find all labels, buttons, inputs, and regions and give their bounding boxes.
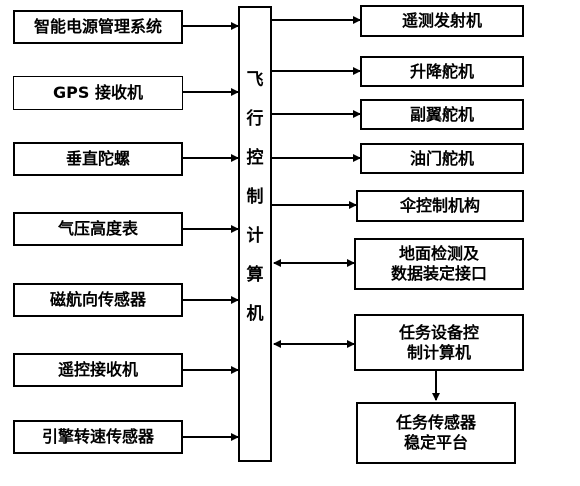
input-label: 引擎转速传感器 <box>41 427 154 446</box>
input-label: 智能电源管理系统 <box>33 17 162 36</box>
output-label: 副翼舵机 <box>409 104 474 124</box>
center-char: 机 <box>246 304 264 324</box>
input-label: 气压高度表 <box>57 219 138 238</box>
input-box-power: 智能电源管理系统 <box>13 10 183 44</box>
input-box-engine-rpm: 引擎转速传感器 <box>13 420 183 454</box>
input-label: 磁航向传感器 <box>49 290 146 309</box>
center-char: 飞 <box>246 70 264 90</box>
input-box-gps: GPS 接收机 <box>13 76 183 110</box>
output-box-parachute-control: 伞控制机构 <box>356 190 524 222</box>
center-char: 控 <box>246 148 264 168</box>
output-label: 油门舵机 <box>409 148 474 168</box>
center-char: 算 <box>246 265 264 285</box>
mission-computer-box: 任务设备控 制计算机 <box>354 314 524 371</box>
input-box-vertical-gyro: 垂直陀螺 <box>13 142 183 176</box>
input-box-barometric-altimeter: 气压高度表 <box>13 212 183 246</box>
center-char: 制 <box>246 187 264 207</box>
center-char: 行 <box>246 109 264 129</box>
output-label: 伞控制机构 <box>399 196 480 215</box>
output-box-aileron-servo: 副翼舵机 <box>360 99 524 130</box>
output-box-elevator-servo: 升降舵机 <box>360 56 524 87</box>
mission-sensor-platform-box: 任务传感器 稳定平台 <box>356 402 516 464</box>
flight-control-computer: 飞 行 控 制 计 算 机 <box>238 6 272 462</box>
output-box-throttle-servo: 油门舵机 <box>360 143 524 174</box>
bidir-label: 任务设备控 制计算机 <box>398 322 479 362</box>
output-label: 遥测发射机 <box>401 11 482 30</box>
input-box-magnetic-heading: 磁航向传感器 <box>13 283 183 317</box>
input-label: 遥控接收机 <box>57 360 138 379</box>
input-label: 垂直陀螺 <box>65 149 130 168</box>
bidir-label: 地面检测及 数据装定接口 <box>390 244 487 283</box>
sub-label: 任务传感器 稳定平台 <box>395 413 476 452</box>
center-char: 计 <box>246 226 264 246</box>
input-box-remote-receiver: 遥控接收机 <box>13 353 183 387</box>
input-label: GPS 接收机 <box>53 83 143 102</box>
ground-test-interface-box: 地面检测及 数据装定接口 <box>354 238 524 290</box>
output-box-telemetry: 遥测发射机 <box>360 5 524 37</box>
output-label: 升降舵机 <box>409 61 474 81</box>
